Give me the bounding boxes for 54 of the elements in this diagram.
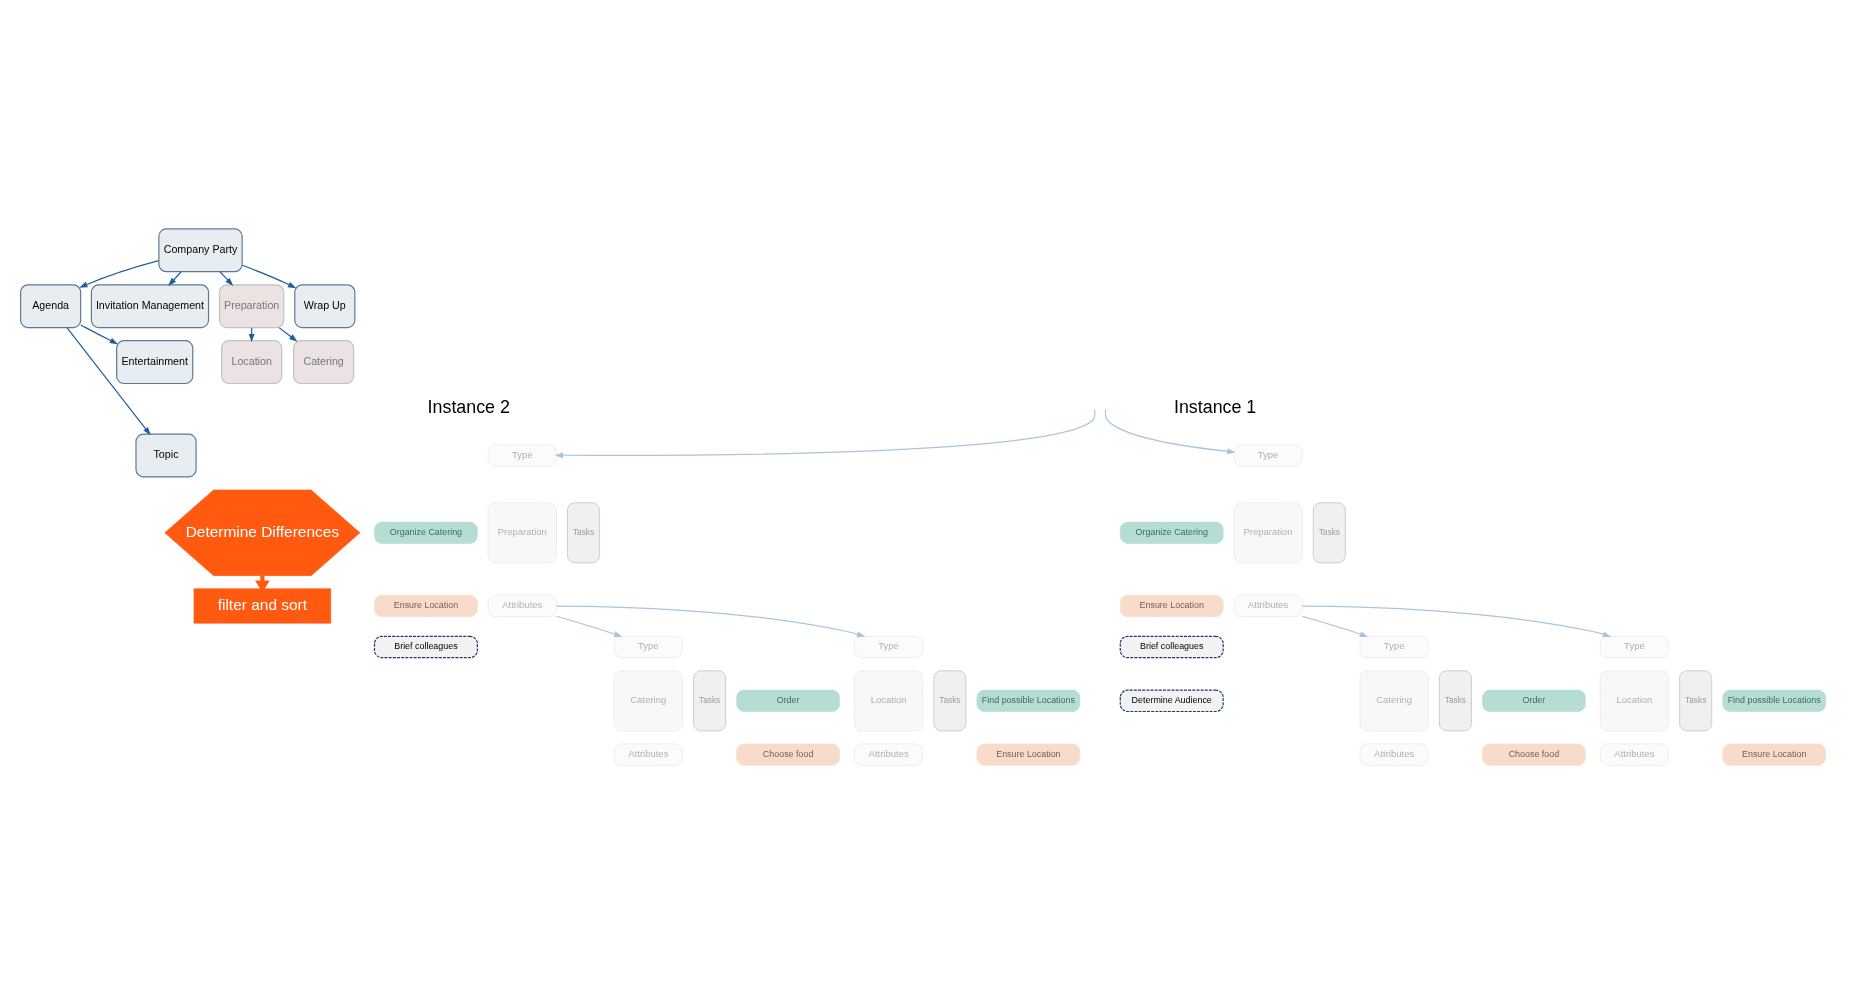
node-box: Wrap Up [294, 284, 356, 329]
label: Instance 2 [427, 397, 510, 418]
arrow [555, 615, 623, 637]
arrow [1301, 615, 1369, 637]
node-box: Agenda [20, 284, 82, 329]
arrow [556, 605, 866, 637]
node-box: Brief colleagues [1119, 635, 1224, 659]
node-box: Location [221, 340, 283, 385]
arrow [241, 264, 297, 289]
node-box: Ensure Location [374, 594, 478, 617]
node-box: Invitation Management [90, 284, 210, 329]
node-box: Find possible Locations [976, 689, 1081, 712]
node-box: Tasks [693, 670, 726, 732]
node-box: filter and sort [193, 588, 332, 624]
node-box: Brief colleagues [373, 635, 478, 659]
node-box: Attributes [487, 594, 557, 617]
node-box: Order [736, 689, 840, 712]
node-box: Determine Audience [1119, 689, 1224, 713]
node-box: Choose food [1482, 743, 1586, 766]
node-box: Entertainment [116, 340, 194, 385]
node-box: Organize Catering [374, 521, 478, 544]
node-box: Ensure Location [976, 743, 1081, 766]
arrow [168, 271, 182, 286]
node-box: Catering [293, 340, 355, 385]
node-box: Tasks [1312, 502, 1346, 564]
node-box: Tasks [1679, 670, 1713, 732]
node-box: Find possible Locations [1722, 689, 1826, 712]
node-box: Organize Catering [1120, 521, 1224, 544]
arrow [66, 327, 151, 436]
node-box: Type [1599, 636, 1669, 658]
node-box: Preparation [218, 284, 285, 329]
node-box: Type [1359, 636, 1429, 658]
arrow [80, 324, 119, 345]
node-box: Choose food [736, 743, 840, 766]
arrow [1104, 408, 1236, 455]
node-box: Tasks [1439, 670, 1472, 732]
node-box: Attributes [1233, 594, 1303, 617]
node-box: Company Party [158, 228, 243, 273]
node-box: Type [613, 636, 683, 658]
arrow [219, 271, 234, 286]
node-box: Order [1482, 689, 1586, 712]
node-box: Ensure Location [1722, 743, 1826, 766]
node-box: Type [854, 636, 924, 658]
node-box: Type [487, 444, 557, 467]
arrow [278, 327, 298, 342]
arrow [1301, 605, 1612, 637]
node-box: Type [1233, 444, 1303, 467]
label: Instance 1 [1174, 397, 1257, 418]
node-box: Topic [135, 433, 197, 478]
node-box: Tasks [933, 670, 967, 732]
arrow [79, 259, 160, 288]
arrow [554, 408, 1096, 459]
node-box: Tasks [567, 502, 600, 564]
node-box: Ensure Location [1120, 594, 1224, 617]
